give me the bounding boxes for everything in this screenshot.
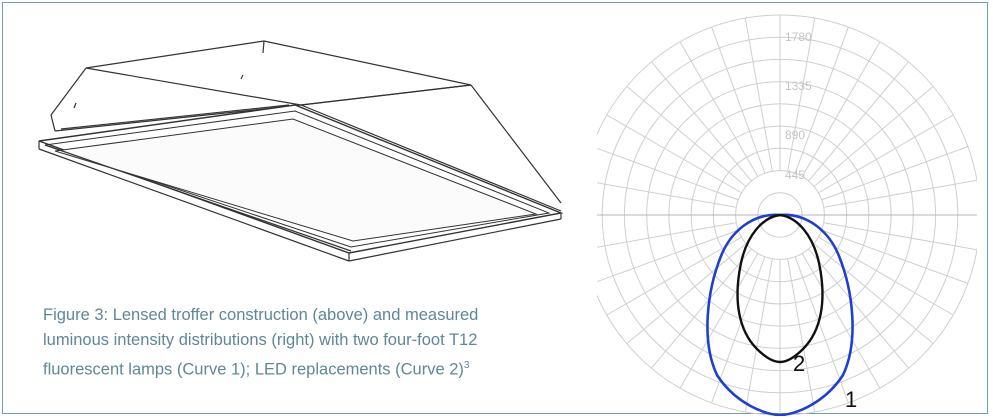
grid-spoke	[597, 229, 739, 283]
grid-spoke	[817, 236, 954, 316]
curve-2-label: 2	[793, 351, 805, 376]
grid-spoke	[744, 258, 773, 413]
grid-spoke	[597, 147, 739, 201]
polar-grid	[597, 14, 977, 416]
ring-labels: 1780 1335 890 445	[785, 30, 812, 182]
grid-spoke	[626, 86, 747, 188]
grid-spoke	[801, 252, 881, 389]
grid-spoke	[817, 114, 954, 194]
ring-label-890: 890	[785, 128, 805, 142]
polar-intensity-chart: 1780 1335 890 445 2 1	[597, 14, 977, 416]
caption-line-1: Figure 3: Lensed troffer construction (a…	[43, 306, 479, 324]
grid-spoke	[679, 41, 759, 178]
grid-spoke	[787, 258, 816, 413]
grid-spoke	[606, 114, 743, 194]
figure-caption: Figure 3: Lensed troffer construction (a…	[43, 303, 603, 383]
grid-spoke	[813, 86, 934, 188]
grid-spoke	[821, 146, 969, 201]
grid-spoke	[787, 17, 816, 172]
grid-spoke	[823, 179, 977, 208]
curve-1	[706, 213, 854, 416]
grid-spoke	[711, 26, 766, 174]
grid-spoke	[597, 222, 737, 248]
caption-footnote: 3	[463, 360, 470, 371]
grid-spoke	[794, 26, 849, 174]
caption-line-2: luminous intensity distributions (right)…	[43, 331, 478, 349]
grid-spoke	[744, 17, 773, 172]
grid-spoke	[626, 242, 747, 344]
caption-line-3-text: fluorescent lamps (Curve 1); LED replace…	[43, 360, 464, 379]
grid-spoke	[813, 242, 934, 344]
grid-spoke	[651, 61, 753, 182]
ring-label-445: 445	[785, 168, 805, 182]
troffer-illustration	[38, 40, 564, 262]
grid-spoke	[679, 252, 759, 389]
grid-spoke	[823, 222, 977, 251]
ring-label-1335: 1335	[785, 79, 812, 93]
grid-spoke	[807, 61, 909, 182]
caption-line-3: fluorescent lamps (Curve 1); LED replace…	[43, 353, 603, 383]
grid-spoke	[801, 41, 881, 178]
curve-1-label: 1	[845, 387, 857, 412]
grid-spoke	[597, 182, 737, 208]
curve-2	[736, 213, 824, 364]
grid-spoke	[807, 248, 909, 369]
grid-spoke	[606, 236, 743, 316]
grid-spoke	[651, 248, 753, 369]
ring-label-1780: 1780	[785, 30, 812, 44]
grid-spoke	[821, 229, 969, 284]
